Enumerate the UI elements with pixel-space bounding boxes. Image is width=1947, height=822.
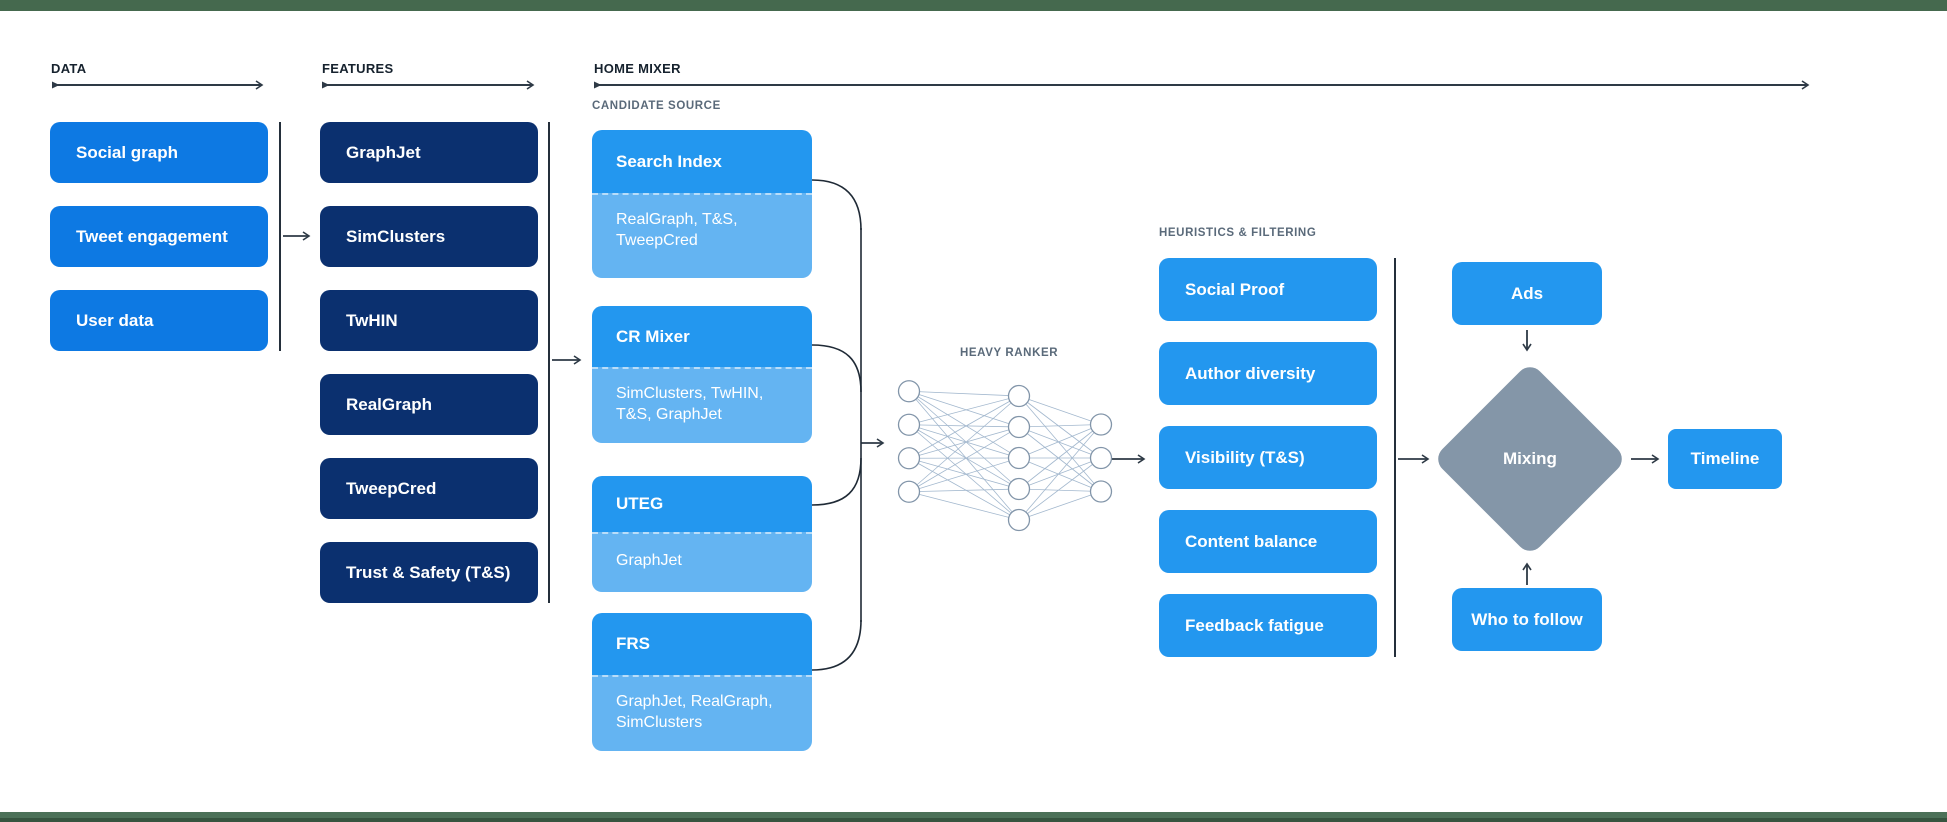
feature-box-twhin: TwHIN [320, 290, 538, 351]
candidate-box-subtitle: GraphJet, RealGraph, SimClusters [592, 675, 812, 751]
heuristic-box-social-proof: Social Proof [1159, 258, 1377, 321]
candidate-box-subtitle: SimClusters, TwHIN, T&S, GraphJet [592, 367, 812, 443]
candidate-box-cr-mixer: CR Mixer SimClusters, TwHIN, T&S, GraphJ… [592, 306, 812, 443]
candidate-box-search-index: Search Index RealGraph, T&S, TweepCred [592, 130, 812, 278]
home-mixer-section-header: HOME MIXER [594, 61, 681, 76]
heuristic-box-feedback-fatigue: Feedback fatigue [1159, 594, 1377, 657]
candidate-collector-curves [811, 179, 862, 671]
heuristic-box-content-balance: Content balance [1159, 510, 1377, 573]
column-separators [279, 122, 1396, 657]
candidate-box-frs: FRS GraphJet, RealGraph, SimClusters [592, 613, 812, 751]
candidate-source-label: CANDIDATE SOURCE [592, 100, 721, 112]
feature-box-tweepcred: TweepCred [320, 458, 538, 519]
candidate-box-uteg: UTEG GraphJet [592, 476, 812, 592]
feature-box-simclusters: SimClusters [320, 206, 538, 267]
candidate-box-title: Search Index [592, 130, 812, 193]
data-box-tweet-engagement: Tweet engagement [50, 206, 268, 267]
feature-box-graphjet: GraphJet [320, 122, 538, 183]
candidate-box-title: UTEG [592, 476, 812, 532]
candidate-box-subtitle: RealGraph, T&S, TweepCred [592, 193, 812, 278]
feature-box-trust-safety: Trust & Safety (T&S) [320, 542, 538, 603]
feature-box-realgraph: RealGraph [320, 374, 538, 435]
flow-arrows [283, 231, 1660, 585]
heavy-ranker-network [897, 380, 1113, 532]
mixing-label: Mixing [1503, 449, 1557, 468]
timeline-box: Timeline [1668, 429, 1782, 489]
heuristics-filtering-label: HEURISTICS & FILTERING [1159, 227, 1317, 239]
ads-box: Ads [1452, 262, 1602, 325]
data-box-user-data: User data [50, 290, 268, 351]
candidate-box-title: FRS [592, 613, 812, 675]
features-section-header: FEATURES [322, 61, 394, 76]
data-box-social-graph: Social graph [50, 122, 268, 183]
heuristic-box-author-diversity: Author diversity [1159, 342, 1377, 405]
who-to-follow-box: Who to follow [1452, 588, 1602, 651]
heavy-ranker-label: HEAVY RANKER [960, 347, 1059, 359]
top-green-bar [0, 0, 1947, 11]
candidate-box-title: CR Mixer [592, 306, 812, 367]
candidate-box-subtitle: GraphJet [592, 532, 812, 592]
bottom-green-bar [0, 812, 1947, 822]
data-section-header: DATA [51, 61, 87, 76]
heuristic-box-visibility: Visibility (T&S) [1159, 426, 1377, 489]
